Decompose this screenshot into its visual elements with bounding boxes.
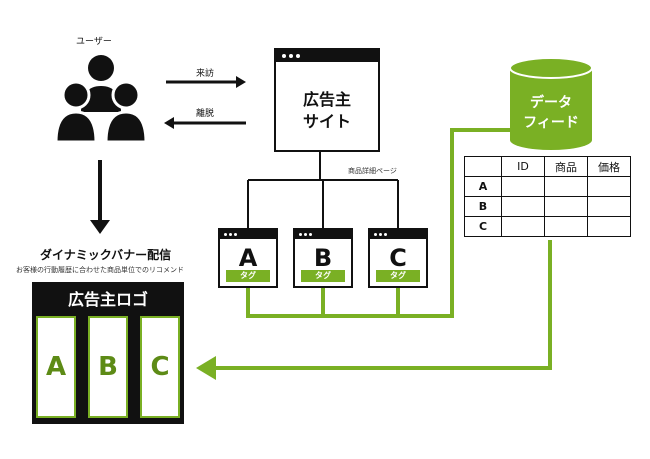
feed-green-lines [214, 128, 552, 370]
row-header: A [464, 176, 502, 197]
banner-title: ダイナミックバナー配信 [40, 248, 172, 262]
banner-slot-c: C [140, 316, 180, 418]
table-header-cell: ID [501, 156, 545, 177]
row-header: C [464, 216, 502, 237]
product-detail-label: 商品詳細ページ [348, 167, 397, 175]
table-row: B [464, 196, 631, 217]
tag-badge: タグ [376, 270, 420, 282]
slot-letter: C [150, 352, 170, 382]
product-letter: A [238, 244, 258, 272]
product-page-c: C タグ [368, 228, 428, 288]
window-title-bar [220, 230, 276, 239]
leave-label: 離脱 [196, 109, 215, 119]
product-letter: B [313, 244, 333, 272]
users-icon [54, 55, 148, 144]
visit-arrow [166, 76, 246, 88]
window-title-bar [295, 230, 351, 239]
down-arrow [90, 160, 110, 234]
table-row: A [464, 176, 631, 197]
banner-subtitle: お客様の行動履歴に合わせた商品単位でのリコメンド [16, 266, 184, 274]
product-page-a: A タグ [218, 228, 278, 288]
slot-letter: A [45, 352, 67, 382]
advertiser-logo: 広告主ロゴ [67, 290, 148, 309]
table-header-cell: 価格 [587, 156, 631, 177]
tag-badge: タグ [226, 270, 270, 282]
window-title-bar [276, 50, 378, 62]
site-title-line2: サイト [302, 112, 351, 131]
slot-letter: B [98, 352, 118, 382]
window-title-bar [370, 230, 426, 239]
product-page-b: B タグ [293, 228, 353, 288]
table-header-cell [464, 156, 502, 177]
table-header-cell: 商品 [544, 156, 588, 177]
product-letter: C [389, 244, 407, 272]
advertiser-site-window: 広告主 サイト [274, 48, 380, 152]
dynamic-banner: 広告主ロゴ A B C [32, 282, 184, 424]
data-feed-line2: フィード [523, 115, 579, 131]
database-cylinder-icon [509, 57, 593, 150]
feed-table: ID 商品 価格 A B C [464, 156, 631, 237]
user-label: ユーザー [76, 37, 112, 47]
tag-badge: タグ [301, 270, 345, 282]
row-header: B [464, 196, 502, 217]
banner-arrowhead [196, 356, 216, 380]
banner-slot-b: B [88, 316, 128, 418]
data-feed-line1: データ [530, 95, 572, 111]
visit-label: 来訪 [196, 69, 215, 79]
site-tree-lines [247, 152, 399, 228]
table-header-row: ID 商品 価格 [464, 156, 631, 177]
leave-arrow [164, 117, 246, 129]
banner-slot-a: A [36, 316, 76, 418]
table-row: C [464, 216, 631, 237]
site-title-line1: 広告主 [302, 90, 351, 109]
